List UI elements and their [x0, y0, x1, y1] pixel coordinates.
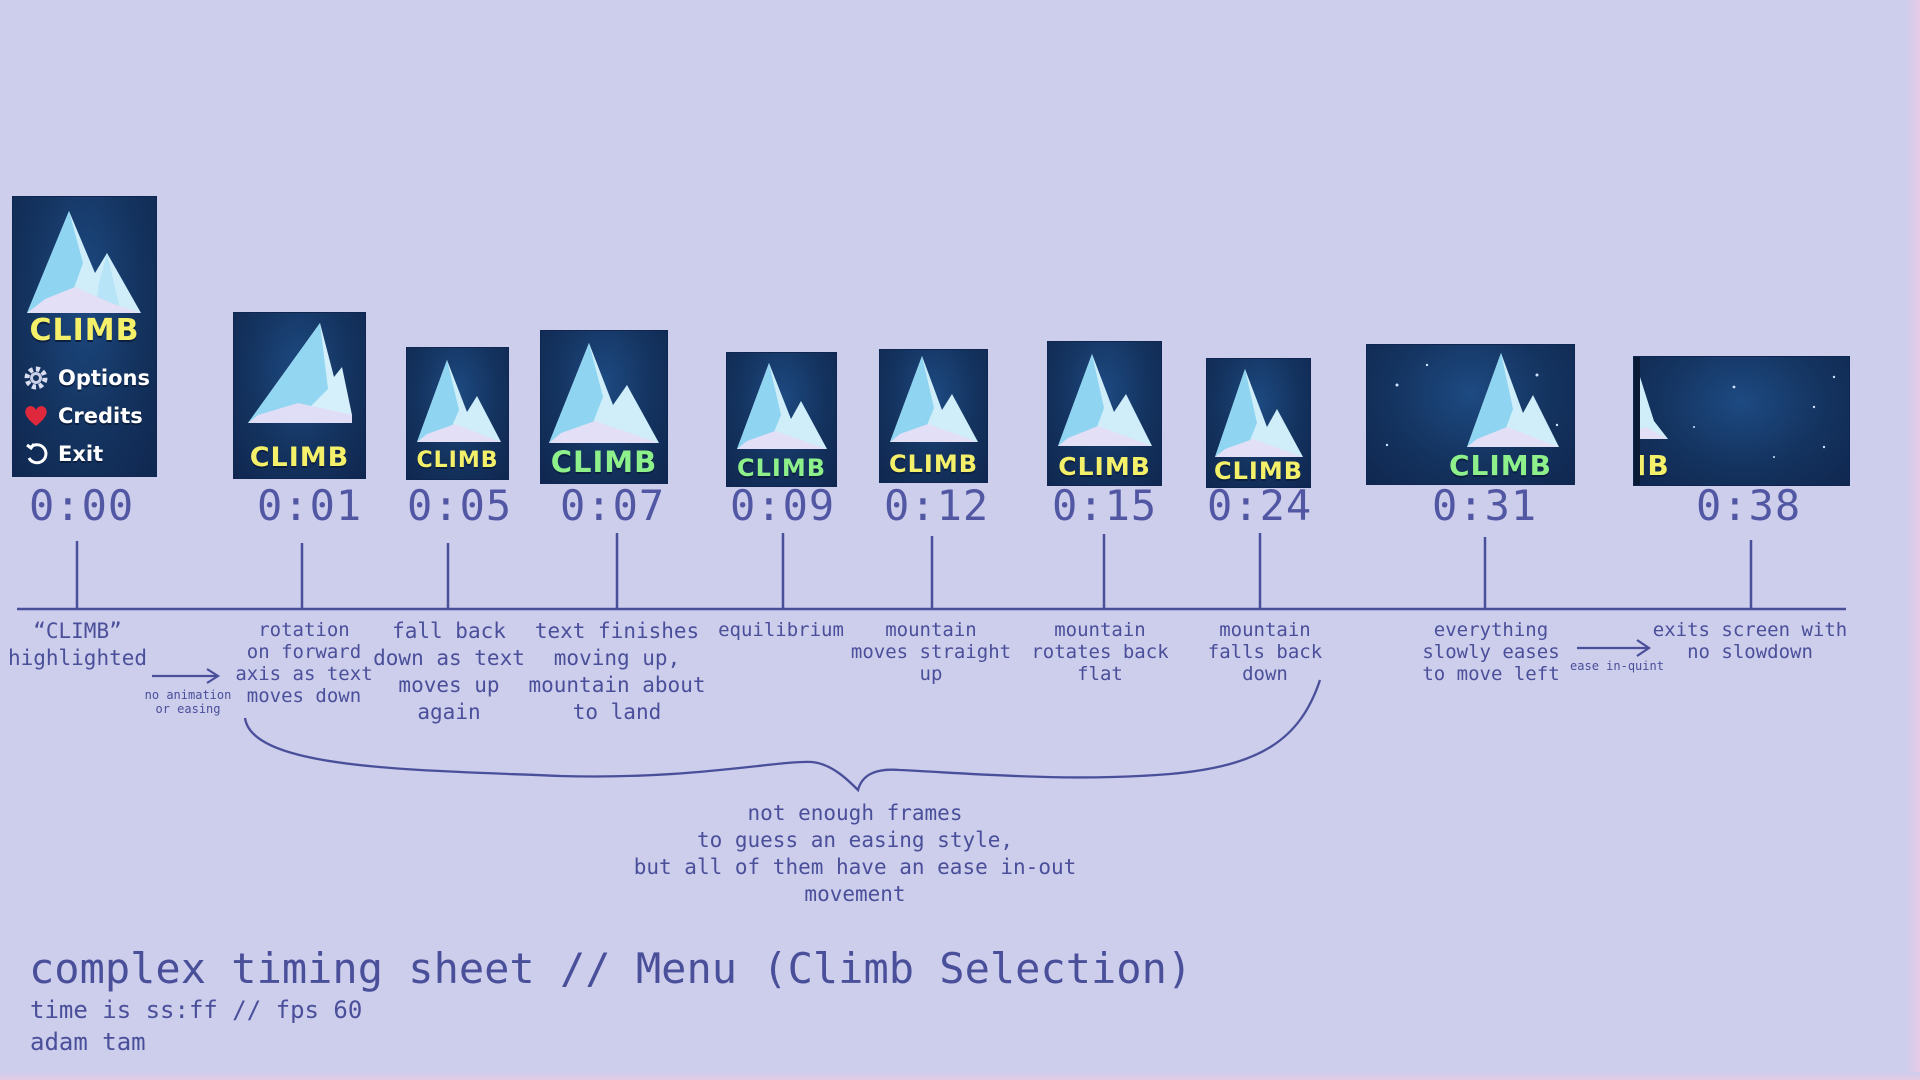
note-0-01: rotation on forward axis as text moves d…: [235, 619, 373, 707]
time-label-0-38: 0:38: [1696, 481, 1802, 530]
sheet-title: complex timing sheet // Menu (Climb Sele…: [29, 944, 1193, 993]
mountain-icon: [417, 360, 501, 442]
frame-logo-text: CLIMB: [1213, 457, 1303, 485]
frame-logo-text: CLIMB: [1058, 452, 1151, 481]
note-0-09: equilibrium: [718, 619, 844, 641]
frame-0-07: CLIMB: [541, 331, 667, 483]
menu-item-exit[interactable]: Exit: [23, 441, 103, 467]
note-0-31: everything slowly eases to move left: [1422, 619, 1560, 685]
menu-item-credits[interactable]: Credits: [23, 403, 143, 429]
frame-0-05: CLIMB: [407, 348, 508, 479]
menu-item-credits-label: Credits: [58, 404, 143, 428]
arrow-no-easing: [152, 668, 221, 684]
right-edge: [1906, 0, 1920, 1080]
time-label-0-05: 0:05: [407, 481, 513, 530]
mountain-icon: [549, 343, 659, 443]
mountain-icon: [1058, 354, 1152, 446]
frame-logo-text: CLIMB: [888, 450, 978, 478]
frame-0-09: CLIMB: [727, 353, 836, 486]
frame-0-31: CLIMB: [1367, 345, 1574, 484]
note-0-00: “CLIMB” highlighted: [7, 619, 148, 670]
frame-logo-text: CLIMB: [550, 445, 658, 479]
mountain-icon: [1634, 377, 1668, 439]
time-label-0-01: 0:01: [257, 481, 363, 530]
time-label-0-12: 0:12: [884, 481, 990, 530]
sheet-author: adam tam: [30, 1028, 146, 1056]
frame-0-00-menu: CLIMB Options Credits Exit: [13, 197, 156, 476]
mountain-icon: [890, 356, 978, 442]
menu-item-options-label: Options: [58, 366, 150, 390]
time-label-0-07: 0:07: [560, 481, 666, 530]
sheet-subtitle: time is ss:ff // fps 60: [30, 996, 363, 1024]
undo-icon: [23, 441, 49, 467]
brace-note: not enough frames to guess an easing sty…: [633, 801, 1077, 906]
time-label-0-15: 0:15: [1052, 481, 1158, 530]
time-label-0-24: 0:24: [1207, 481, 1313, 530]
note-0-15: mountain rotates back flat: [1031, 619, 1169, 685]
mountain-icon: [248, 323, 352, 423]
frame-0-15: CLIMB: [1048, 342, 1161, 485]
arrow-ease-in-quint: [1577, 639, 1651, 657]
menu-item-exit-label: Exit: [58, 442, 104, 466]
stars-decoration: [1693, 375, 1836, 458]
frame-0-12: CLIMB: [880, 350, 987, 482]
time-label-0-31: 0:31: [1432, 481, 1538, 530]
stars-decoration: [1385, 363, 1559, 447]
note-0-24: mountain falls back down: [1207, 619, 1323, 685]
frame-logo-text: CLIMB: [416, 448, 499, 473]
note-ease-in-quint: ease in-quint: [1570, 659, 1664, 673]
heart-icon: [23, 403, 49, 429]
mountain-icon: [27, 211, 141, 313]
frame-0-24: CLIMB: [1207, 359, 1310, 487]
menu-item-options[interactable]: Options: [23, 365, 150, 391]
frame-logo-text: CLIMB: [736, 454, 826, 482]
gear-icon: [23, 365, 49, 391]
frame-left-border: [1634, 357, 1640, 485]
frame-logo-text: IB: [1636, 449, 1670, 482]
frame-0-38: IB: [1634, 357, 1849, 485]
note-0-07: text finishes moving up, mountain about …: [528, 619, 706, 724]
note-0-12: mountain moves straight up: [850, 619, 1012, 685]
note-0-38: exits screen with no slowdown: [1652, 619, 1848, 663]
time-label-0-00: 0:00: [29, 481, 135, 530]
curly-brace: [243, 679, 1322, 793]
note-no-easing: no animation or easing: [144, 688, 232, 716]
bottom-edge: [0, 1072, 1920, 1080]
mountain-icon: [1215, 369, 1303, 457]
frame-logo-text: CLIMB: [1449, 449, 1553, 482]
note-0-05: fall back down as text moves up again: [373, 619, 525, 724]
time-label-0-09: 0:09: [730, 481, 836, 530]
mountain-icon: [1467, 353, 1559, 447]
frame-0-01: CLIMB: [234, 313, 365, 478]
menu-logo-text: CLIMB: [29, 313, 140, 348]
frame-logo-text: CLIMB: [249, 442, 350, 473]
mountain-icon: [737, 363, 827, 449]
